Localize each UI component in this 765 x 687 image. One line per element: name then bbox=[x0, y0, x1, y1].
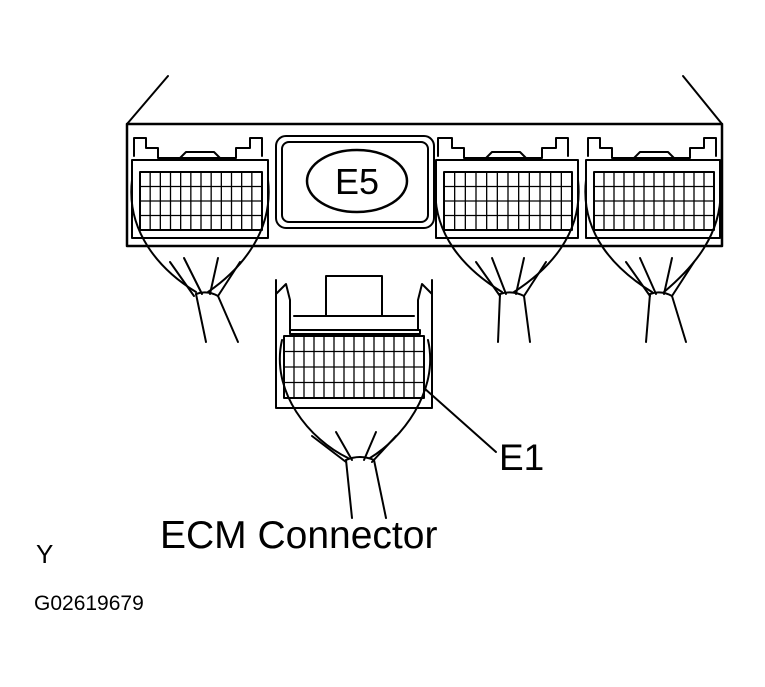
e1-callout-label: E1 bbox=[499, 437, 545, 478]
ecu-connector-left bbox=[130, 137, 270, 343]
e1-connector bbox=[275, 275, 497, 519]
terminal-grid-middle bbox=[443, 171, 573, 231]
terminal-grid-right bbox=[593, 171, 715, 231]
corner-mark: Y bbox=[36, 539, 54, 569]
e5-window bbox=[275, 135, 435, 229]
figure-code: G02619679 bbox=[34, 592, 144, 615]
ecu-connector-right bbox=[584, 137, 722, 343]
terminal-grid-left bbox=[139, 171, 263, 231]
ecu-connector-middle bbox=[434, 137, 580, 343]
ecu-housing bbox=[125, 75, 724, 248]
e5-badge-label: E5 bbox=[335, 161, 379, 202]
terminal-grid-e1 bbox=[283, 335, 425, 399]
diagram-caption: ECM Connector bbox=[160, 514, 438, 557]
